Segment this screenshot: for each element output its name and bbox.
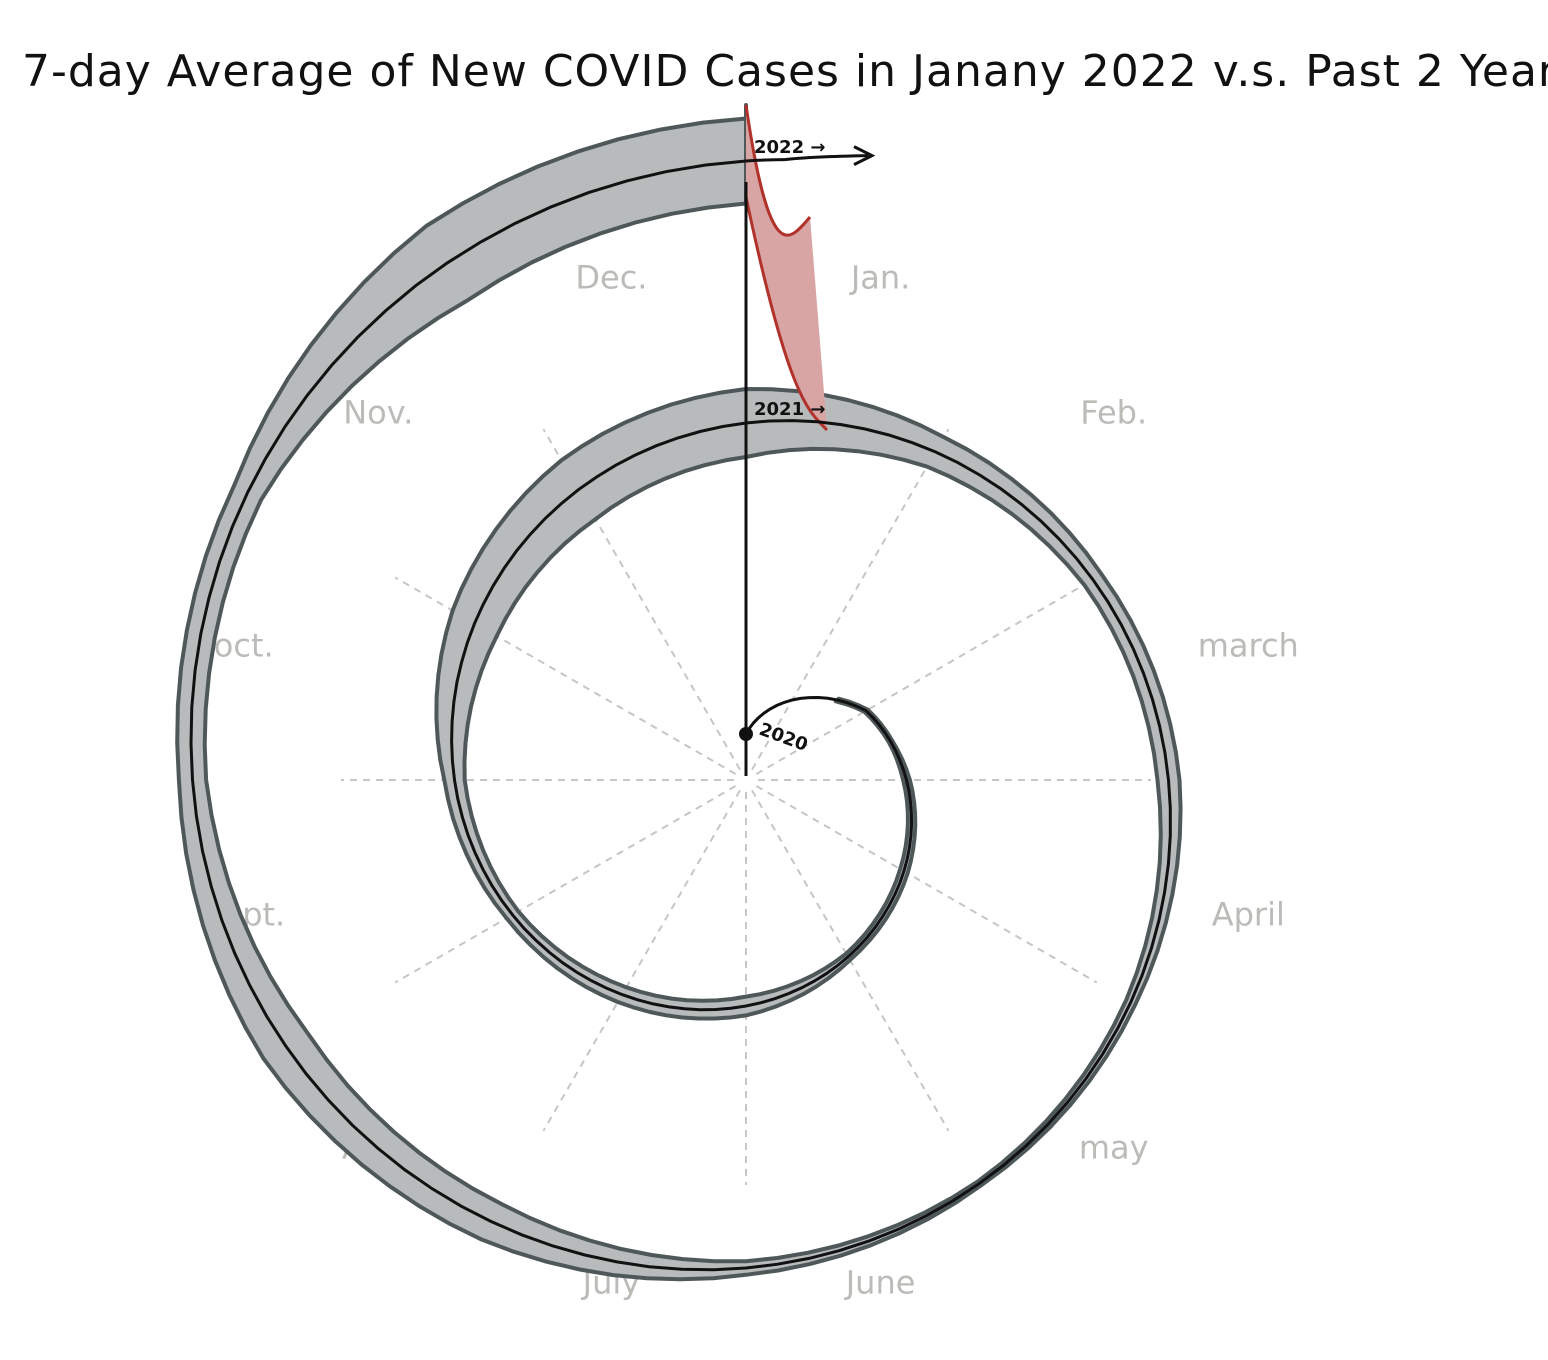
year-label-2021: 2021 → [754, 399, 825, 420]
spiral-arrow-line [784, 154, 869, 162]
month-label-1: Feb. [1080, 393, 1147, 431]
band-2022-top-edge [744, 104, 812, 237]
month-label-0: Jan. [849, 259, 911, 297]
band-2022 [746, 105, 827, 430]
spoke-2 [755, 576, 1098, 775]
month-label-4: may [1079, 1129, 1149, 1167]
start-marker [739, 727, 753, 741]
month-label-10: Nov. [343, 393, 413, 431]
axis-layer [739, 182, 753, 776]
spiral-baseline [189, 158, 1172, 1272]
spiral-arrow-head [853, 145, 876, 166]
month-label-2: march [1198, 626, 1299, 664]
month-label-9: oct. [214, 626, 274, 664]
chart-title: 7-day Average of New COVID Cases in Jana… [22, 46, 1548, 97]
spoke-8 [394, 785, 737, 984]
year-label-2020: 2020 [756, 719, 810, 756]
month-label-11: Dec. [575, 259, 647, 297]
spoke-4 [755, 785, 1098, 984]
year-label-2022: 2022 → [754, 137, 825, 158]
spoke-7 [542, 789, 741, 1132]
band-2020-2021 [175, 103, 1183, 1282]
month-label-5: June [844, 1263, 916, 1301]
spoke-1 [751, 428, 950, 771]
month-label-3: April [1212, 896, 1285, 934]
series-layer [175, 103, 1183, 1282]
